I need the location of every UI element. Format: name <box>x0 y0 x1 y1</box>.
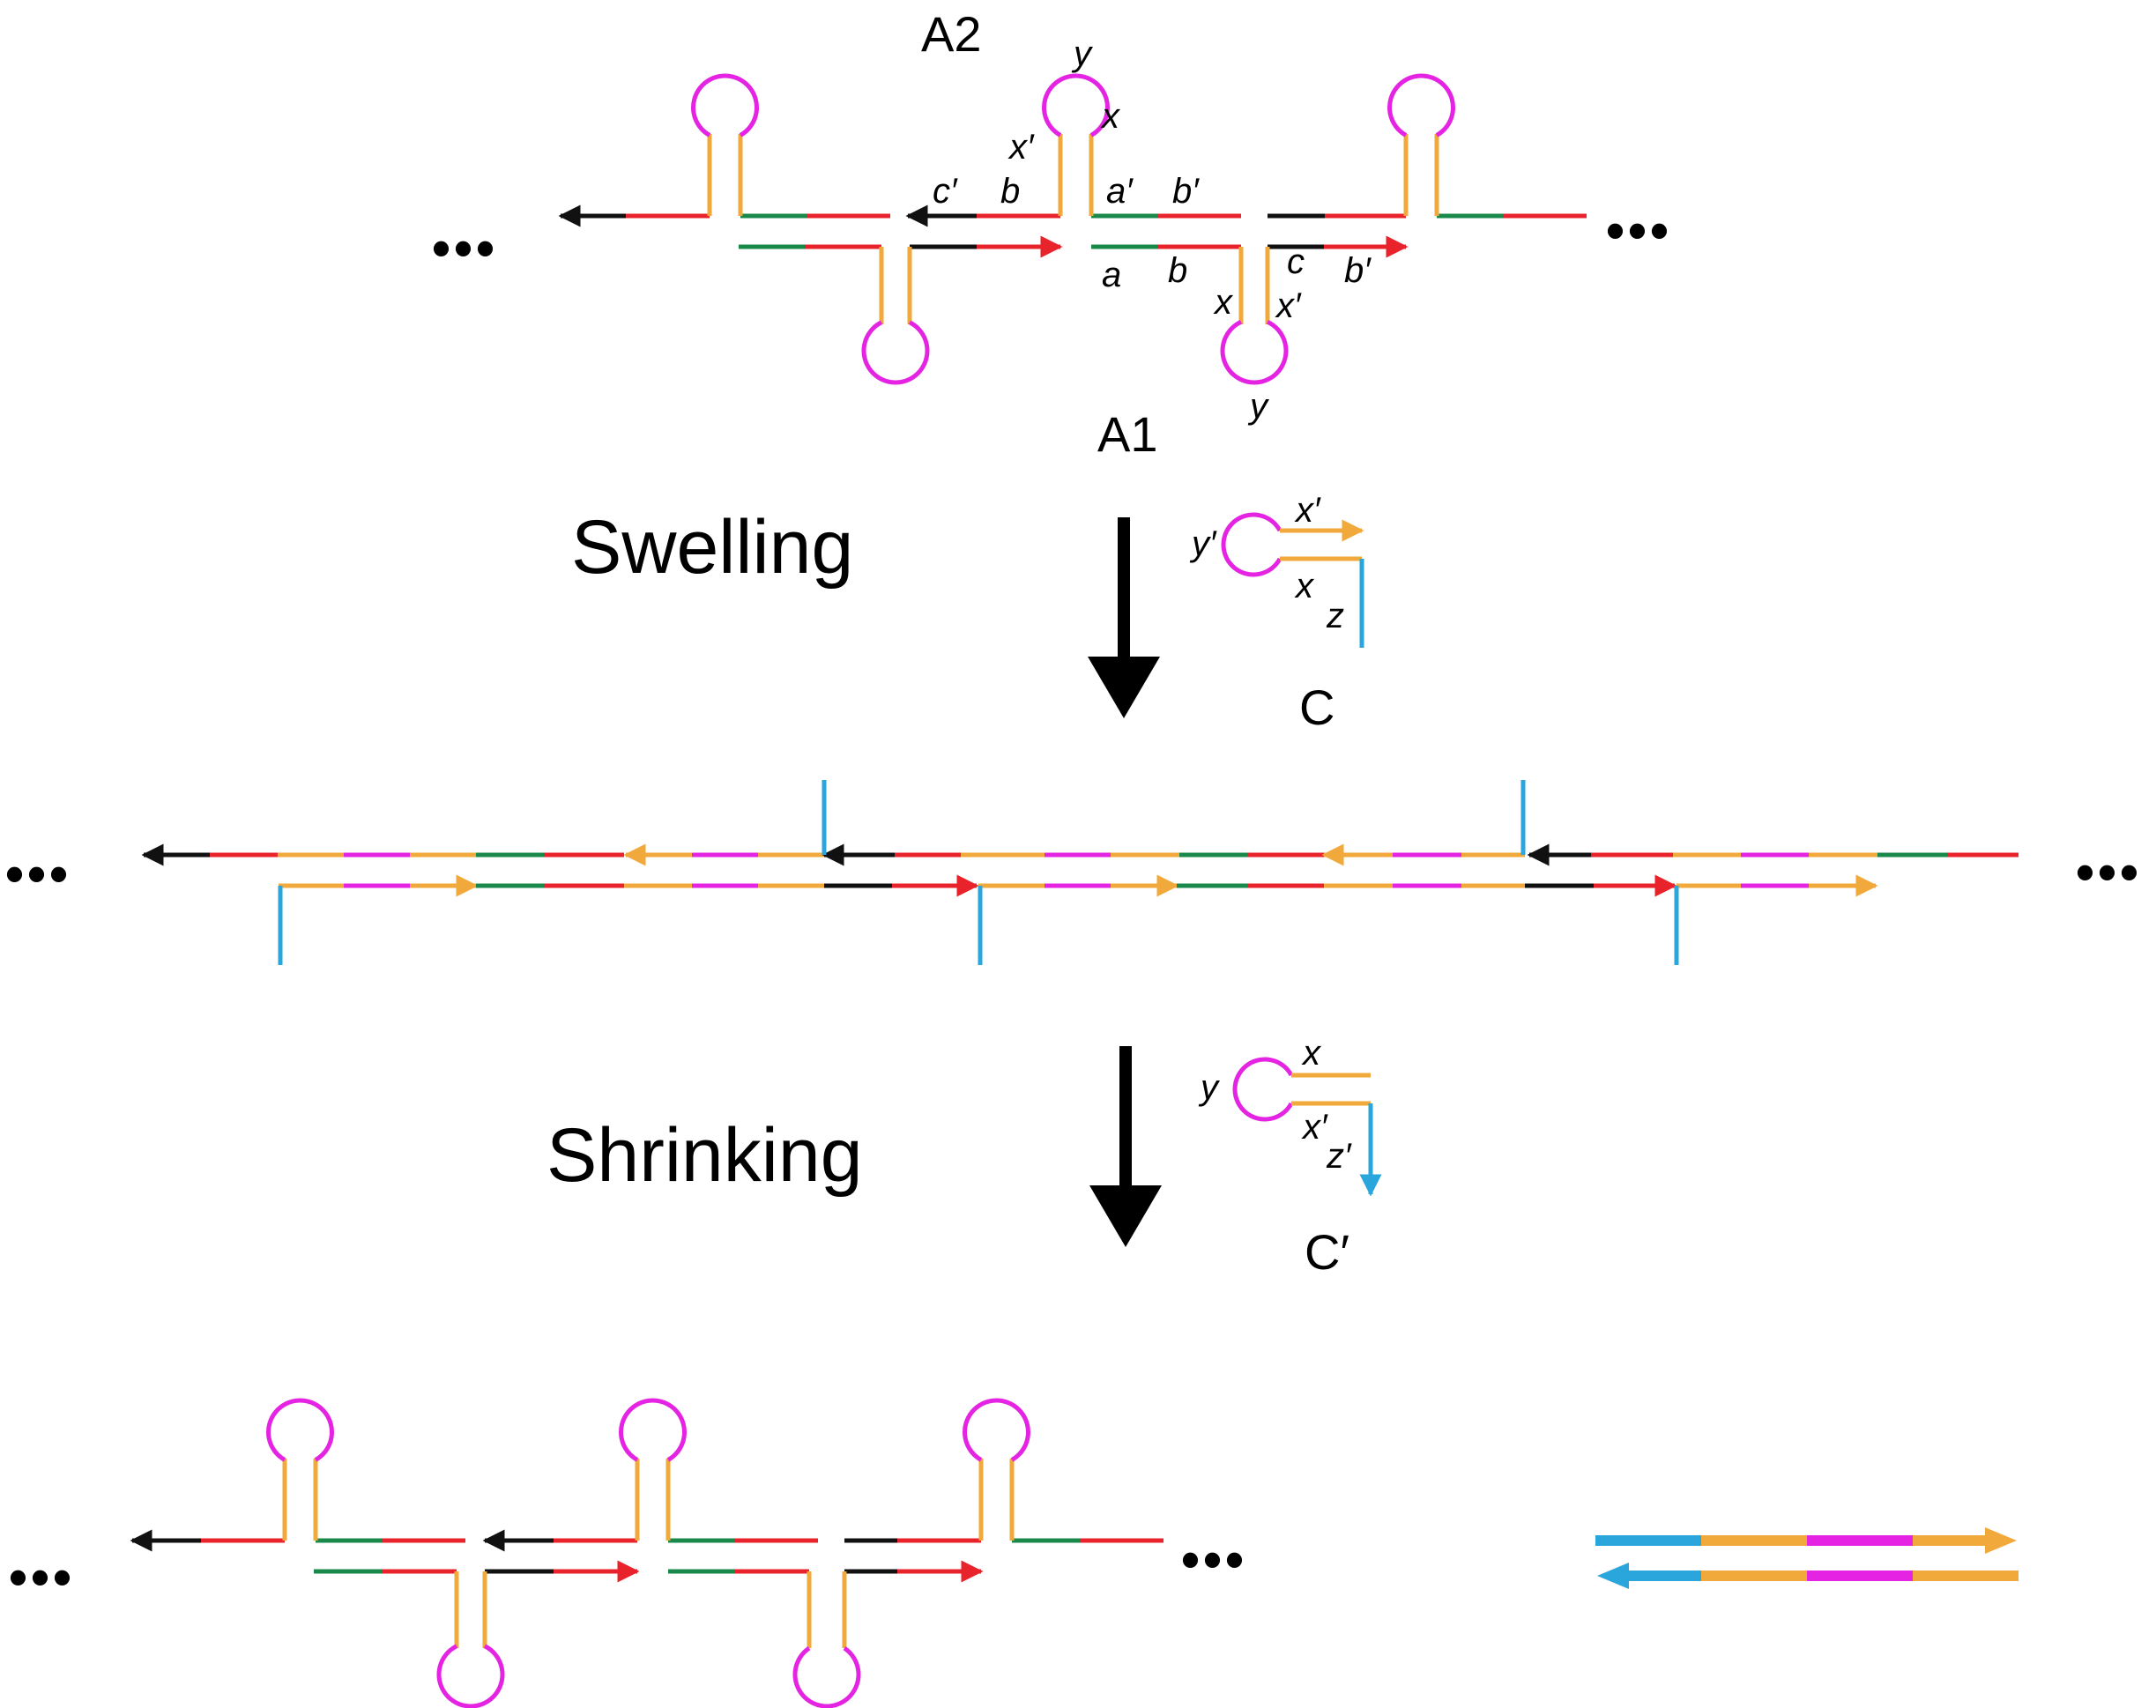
a1-a2-network-diagram <box>558 73 1587 385</box>
c-hairpin-strand <box>1221 512 1364 648</box>
label-y-upper: y <box>1071 34 1094 73</box>
label-y-prime-c: y′ <box>1189 524 1217 563</box>
hairpin-loop <box>861 320 930 385</box>
swollen-duplex-diagram <box>141 780 2018 965</box>
label-x-c: x <box>1294 567 1315 605</box>
label-x-prime-upper: x′ <box>1007 128 1035 167</box>
label-z-prime-cprime: z′ <box>1326 1137 1352 1176</box>
hairpin-loop <box>436 1644 505 1708</box>
label-x-lower: x <box>1213 283 1234 322</box>
hairpin-loop <box>266 1398 334 1462</box>
label-z-c: z <box>1326 597 1344 635</box>
label-a-prime-top: a′ <box>1106 172 1134 211</box>
hairpin-loop <box>1042 73 1110 137</box>
ellipsis-left-top: ••• <box>432 219 498 278</box>
hairpin-loop <box>963 1398 1030 1462</box>
shrunk-network-diagram <box>130 1398 1163 1708</box>
label-b-top: b <box>1000 172 1020 211</box>
ellipsis-right-bottom: ••• <box>1181 1530 1247 1589</box>
c-prime-label: C′ <box>1305 1224 1349 1280</box>
ellipsis-left-bottom: ••• <box>9 1548 75 1607</box>
hairpin-loop <box>1221 512 1282 577</box>
swelling-arrow <box>1088 517 1160 718</box>
label-c-prime-top: c′ <box>933 172 958 211</box>
hairpin-loop <box>1232 1057 1294 1122</box>
label-x-upper: x <box>1100 97 1121 136</box>
hairpin-loop <box>792 1645 861 1708</box>
label-b-prime-bottom: b′ <box>1344 251 1372 290</box>
hairpin-loop <box>691 73 759 137</box>
label-c-bottom: c <box>1287 242 1305 281</box>
c-cprime-waste-duplex <box>1595 1527 2018 1589</box>
ellipsis-left-mid: ••• <box>5 844 71 903</box>
label-y-lower: y <box>1247 387 1270 426</box>
ellipsis-right-top: ••• <box>1606 201 1672 260</box>
swelling-label: Swelling <box>571 505 853 590</box>
ellipsis-right-mid: ••• <box>2076 843 2142 902</box>
label-x-cprime: x <box>1301 1034 1322 1073</box>
a2-label: A2 <box>921 6 982 62</box>
label-b-bottom: b <box>1168 251 1187 290</box>
hairpin-loop <box>619 1398 687 1462</box>
a1-label: A1 <box>1097 406 1158 462</box>
label-x-prime-lower: x′ <box>1275 286 1302 325</box>
duplex-arrowhead <box>1985 1527 2017 1554</box>
shrinking-arrow <box>1089 1046 1162 1247</box>
shrinking-label: Shrinking <box>546 1113 863 1198</box>
hairpin-loop <box>1220 320 1289 385</box>
label-b-prime-top: b′ <box>1172 172 1200 211</box>
duplex-arrowhead <box>1597 1563 1629 1589</box>
label-x-prime-cprime: x′ <box>1301 1108 1328 1147</box>
c-label: C <box>1299 679 1334 735</box>
label-x-prime-c: x′ <box>1294 491 1321 530</box>
hairpin-loop <box>1387 73 1455 137</box>
c-prime-hairpin-strand <box>1232 1057 1382 1197</box>
label-a-bottom: a <box>1102 256 1121 294</box>
label-y-cprime: y <box>1198 1068 1221 1107</box>
